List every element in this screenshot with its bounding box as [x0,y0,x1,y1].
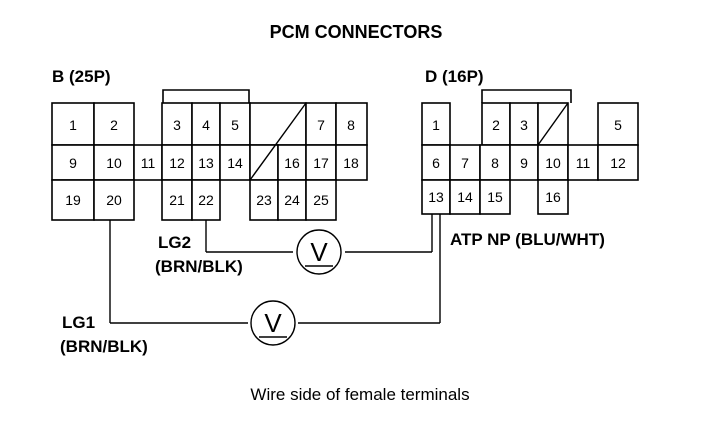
voltmeter-symbol: V [264,308,282,338]
terminal-b10: 10 [106,155,122,171]
terminal-d12: 12 [610,155,626,171]
terminal-b18: 18 [343,155,359,171]
lg1-label: LG1 [62,313,95,332]
terminal-b4: 4 [202,117,210,133]
terminal-d3: 3 [520,117,528,133]
voltmeter-icon [250,300,296,346]
voltmeter-symbol: V [310,237,328,267]
terminal-b7: 7 [317,117,325,133]
terminal-d7: 7 [461,155,469,171]
connector-d-label: D (16P) [425,67,484,86]
terminal-d1: 1 [432,117,440,133]
terminal-d14: 14 [457,189,473,205]
terminal-b23: 23 [256,192,272,208]
atp-np-label: ATP NP (BLU/WHT) [450,230,605,249]
voltmeter-icon [296,229,342,275]
lg1-color-label: (BRN/BLK) [60,337,148,356]
terminal-b3: 3 [173,117,181,133]
terminal-b1: 1 [69,117,77,133]
terminal-d8: 8 [491,155,499,171]
terminal-d5: 5 [614,117,622,133]
terminal-b9: 9 [69,155,77,171]
lg2-label: LG2 [158,233,191,252]
caption: Wire side of female terminals [250,385,469,404]
terminal-b20: 20 [106,192,122,208]
terminal-d16: 16 [545,189,561,205]
terminal-b12: 12 [169,155,185,171]
terminal-b17: 17 [313,155,329,171]
terminal-b2: 2 [110,117,118,133]
connector-b-label: B (25P) [52,67,111,86]
terminal-b21: 21 [169,192,185,208]
terminal-d11: 11 [576,155,591,171]
terminal-d6: 6 [432,155,440,171]
terminal-d15: 15 [487,189,503,205]
terminal-b25: 25 [313,192,329,208]
terminal-d10: 10 [545,155,561,171]
terminal-d2: 2 [492,117,500,133]
diagram-title: PCM CONNECTORS [270,22,443,42]
connector-b: 1 2 3 4 5 7 8 9 10 11 12 13 14 16 17 18 … [51,89,368,221]
terminal-b24: 24 [284,192,300,208]
terminal-d9: 9 [520,155,528,171]
terminal-b19: 19 [65,192,81,208]
lg1-circuit: V [109,214,441,346]
connector-d: 1 2 3 5 6 7 8 9 10 11 12 13 14 15 16 [421,89,639,215]
terminal-b13: 13 [198,155,214,171]
terminal-b16: 16 [284,155,300,171]
terminal-b11: 11 [141,155,156,171]
lg2-circuit: V [205,214,433,275]
terminal-b5: 5 [231,117,239,133]
terminal-d13: 13 [428,189,444,205]
lg2-color-label: (BRN/BLK) [155,257,243,276]
terminal-b8: 8 [347,117,355,133]
terminal-b14: 14 [227,155,243,171]
terminal-b22: 22 [198,192,214,208]
